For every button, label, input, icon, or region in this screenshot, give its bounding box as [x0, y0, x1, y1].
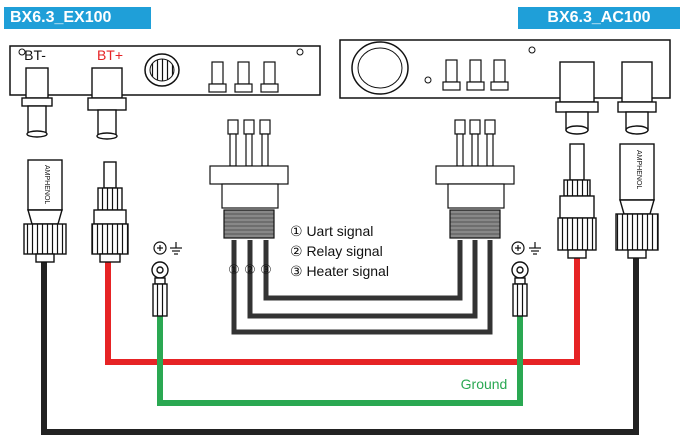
- bt-minus-label: BT-: [24, 47, 46, 63]
- ex100-round-button: [144, 53, 180, 87]
- ex100-bt-minus-socket: [21, 67, 53, 138]
- ex100-bt-plus-socket: [87, 67, 127, 140]
- amphenol-brand-text: AMPHENOL: [635, 150, 642, 189]
- amphenol-brand-text: AMPHENOL: [43, 165, 50, 204]
- uart-signal-label: ① Uart signal: [290, 223, 373, 239]
- bt-plus-label: BT+: [97, 47, 123, 63]
- ground-symbol-icon: [511, 241, 541, 255]
- ground-symbol-icon: [153, 241, 182, 255]
- ac100-round-button: [351, 41, 409, 95]
- signal-marker-2: ②: [244, 262, 256, 277]
- ac100-positive-plug: [557, 143, 597, 259]
- ring-terminal-icon: [151, 261, 169, 317]
- ex100-signal-plug: [209, 119, 289, 239]
- ground-wire: [157, 315, 523, 406]
- relay-signal-label: ② Relay signal: [290, 243, 383, 259]
- negative-wire: [41, 250, 639, 435]
- signal-wires: [231, 240, 493, 335]
- ex100-device-label: BX6.3_EX100: [4, 7, 151, 29]
- ground-label: Ground: [461, 376, 508, 392]
- ex100-positive-plug: [91, 161, 129, 263]
- signal-marker-1: ①: [228, 262, 240, 277]
- ac100-right-socket: [617, 61, 657, 135]
- ac100-negative-plug: AMPHENOL: [615, 143, 659, 259]
- ac100-signal-plug: [435, 119, 515, 239]
- ac100-left-socket: [555, 61, 599, 135]
- heater-signal-label: ③ Heater signal: [290, 263, 389, 279]
- ex100-signal-sockets: [208, 61, 279, 93]
- positive-wire: [105, 255, 580, 365]
- ex100-negative-plug: AMPHENOL: [23, 159, 67, 263]
- signal-marker-3: ③: [260, 262, 272, 277]
- ac100-signal-sockets: [442, 59, 509, 91]
- ac100-device-label: BX6.3_AC100: [518, 7, 680, 29]
- ring-terminal-icon: [511, 261, 529, 317]
